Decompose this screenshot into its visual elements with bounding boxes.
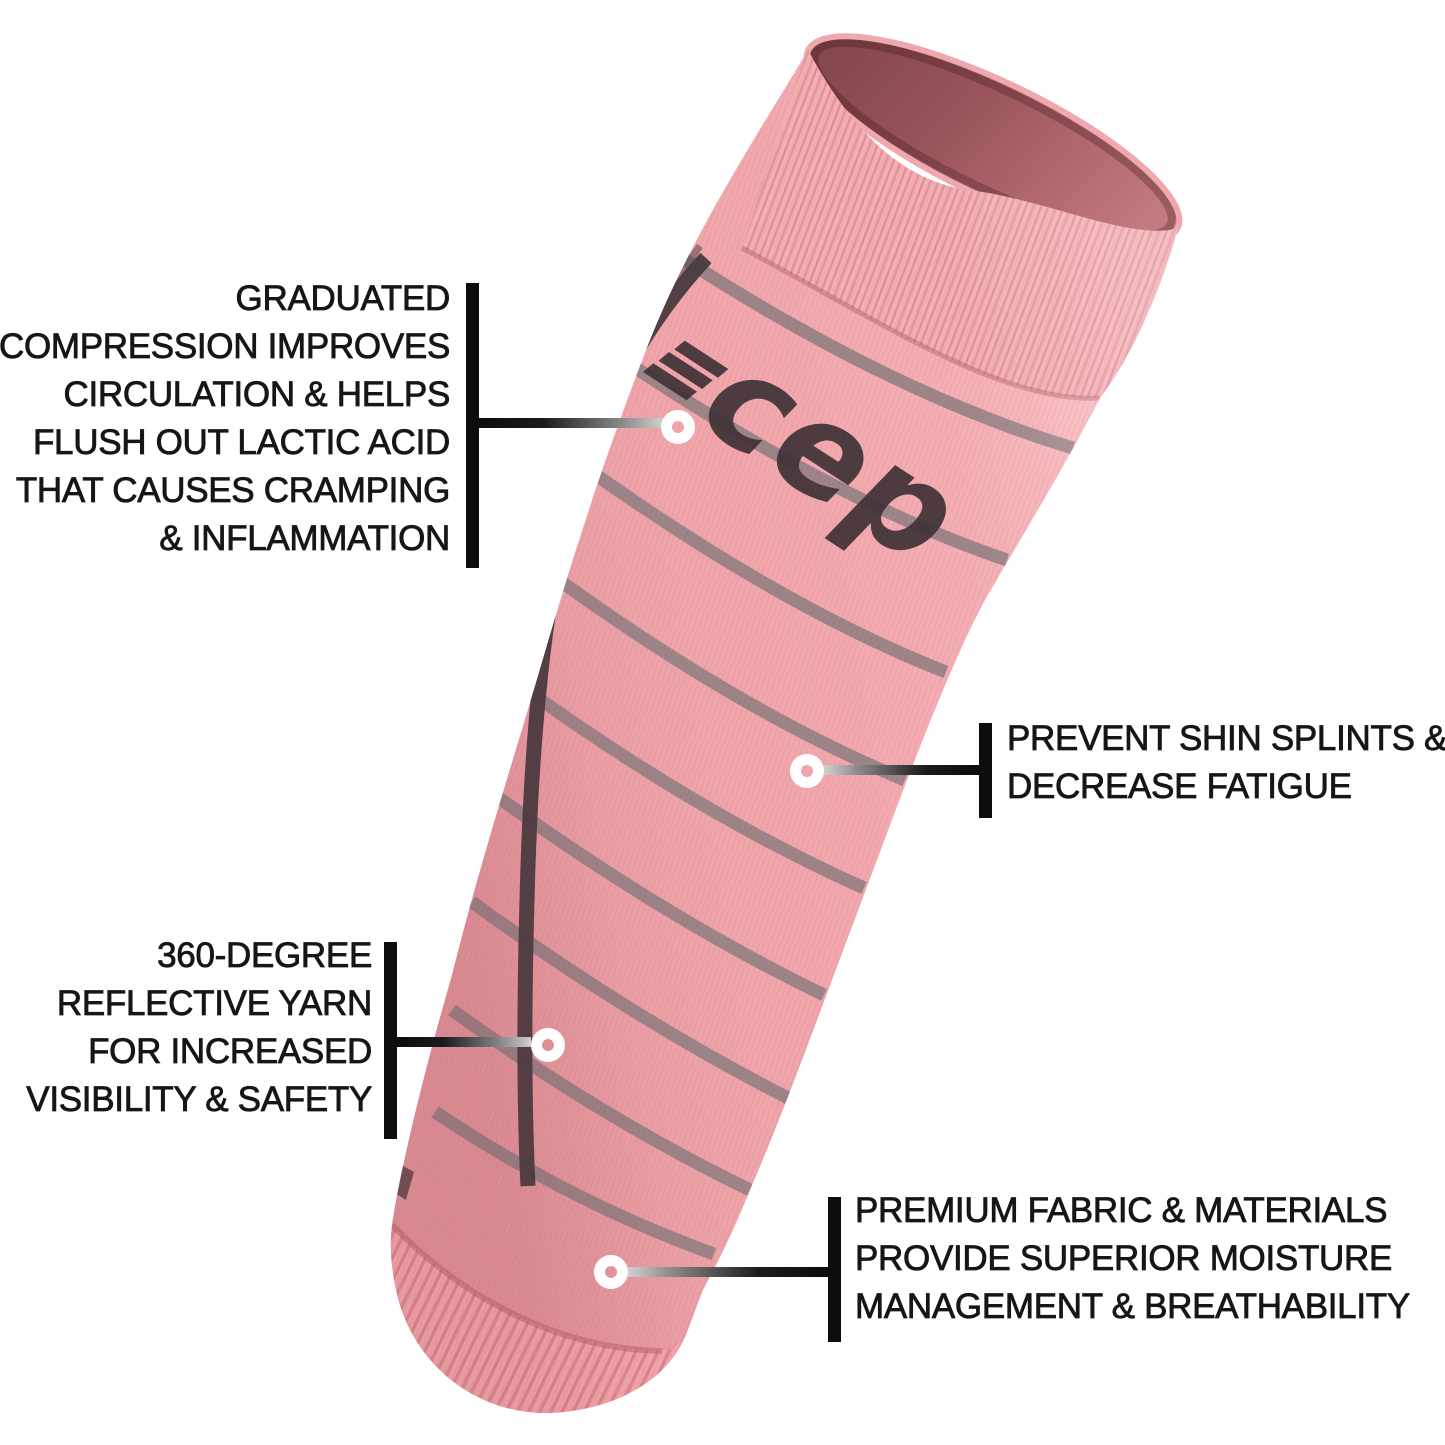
knit-texture xyxy=(390,50,1178,1414)
callout-target-dot xyxy=(790,754,824,788)
callout-target-dot xyxy=(531,1028,565,1062)
callout-target-dot xyxy=(594,1255,628,1289)
callout-connector xyxy=(397,1037,531,1047)
callout-connector xyxy=(628,1267,828,1277)
callout-bar xyxy=(828,1197,841,1342)
callout-connector xyxy=(479,418,663,428)
callout-bar xyxy=(384,942,397,1139)
callout-text-prevent-shin-splints: PREVENT SHIN SPLINTS &DECREASE FATIGUE xyxy=(1007,719,1445,807)
callout-target-dot xyxy=(661,410,695,444)
callout-bar xyxy=(466,283,479,568)
callout-connector xyxy=(824,765,979,775)
callout-bar xyxy=(979,723,992,818)
